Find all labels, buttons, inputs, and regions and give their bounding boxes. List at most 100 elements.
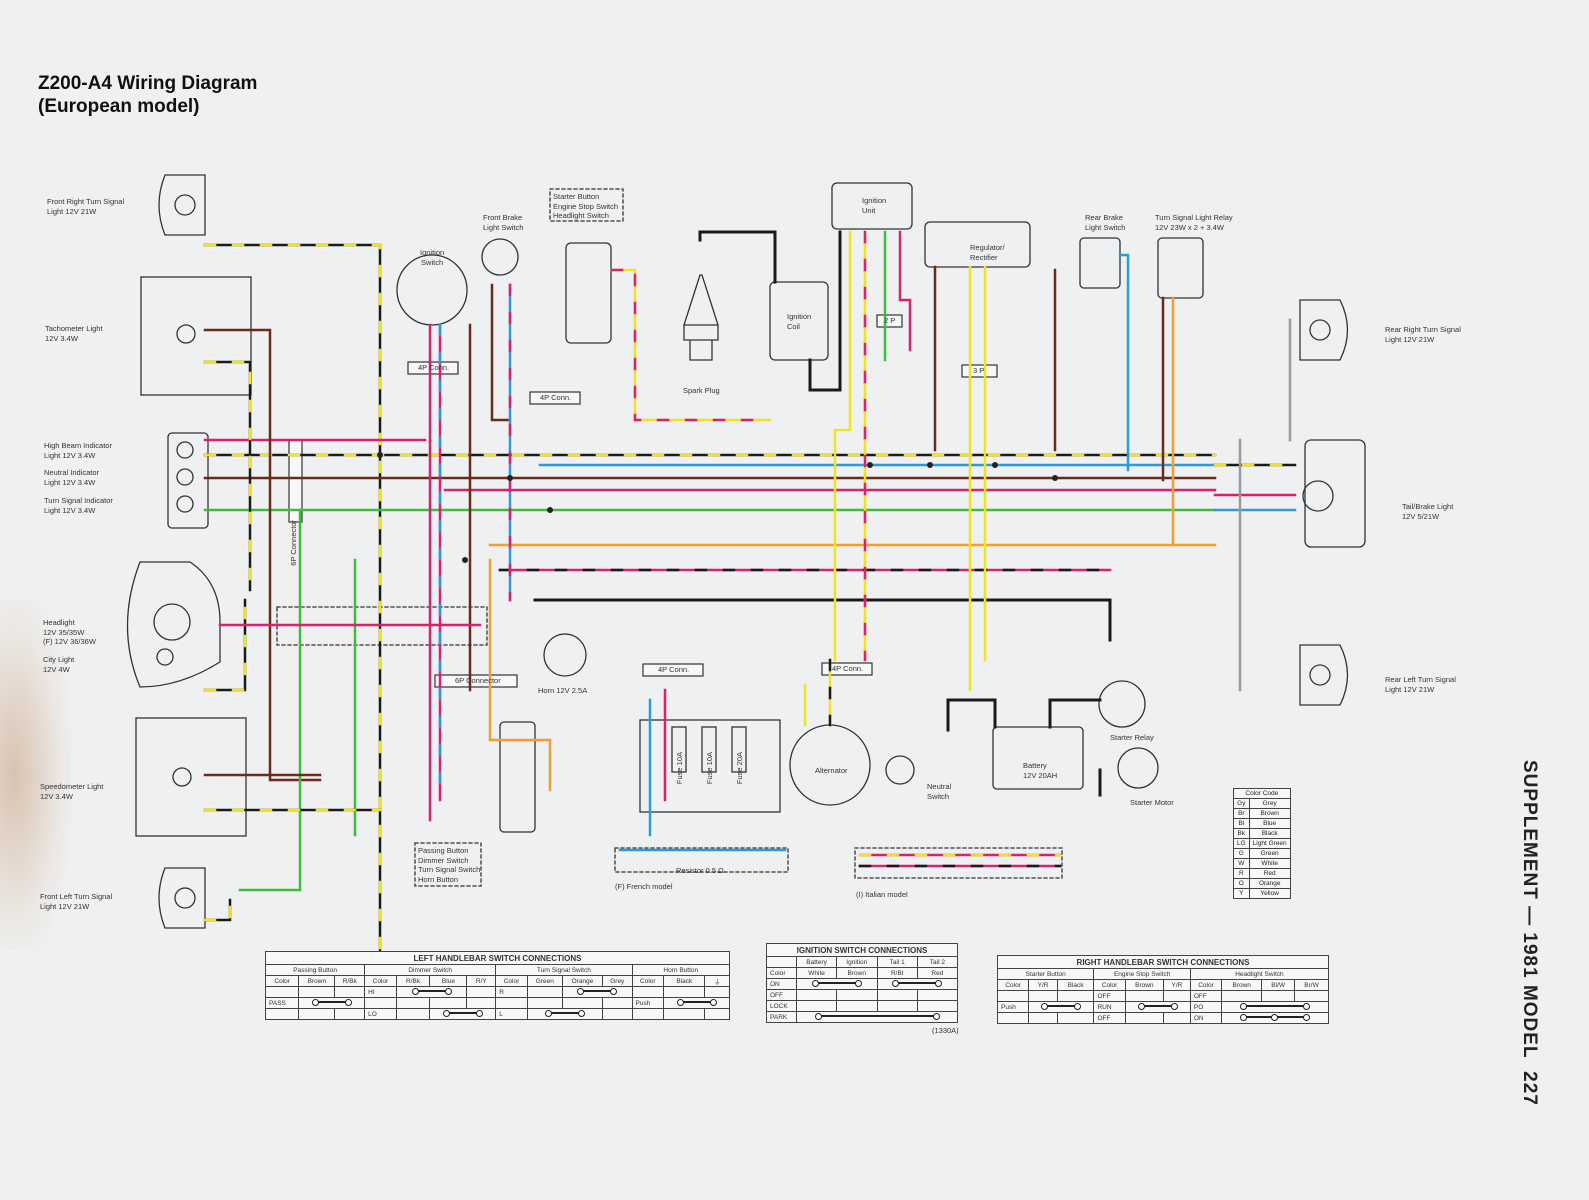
label-starter-motor: Starter Motor (1130, 798, 1174, 807)
rear-brake-switch-body (1079, 237, 1121, 289)
row-label: ON (1189, 1012, 1223, 1024)
terminal-header (765, 956, 798, 968)
front-left-turn-housing (158, 867, 206, 929)
connection-bar (796, 1011, 958, 1023)
wire-red (898, 230, 912, 352)
label-italian-model: (I) Italian model (856, 890, 908, 899)
group-starter-button: Starter Button (996, 968, 1095, 980)
col-header: Brown (1124, 979, 1164, 991)
color-name: Brown (1248, 808, 1291, 819)
label-right-handlebar-box: Starter Button Engine Stop Switch Headli… (553, 192, 619, 220)
connection-bar (1028, 1001, 1095, 1013)
tail-light-bulb (1302, 480, 1334, 512)
connectors (288, 314, 998, 688)
right-handlebar-box (549, 188, 624, 222)
fuse-box (639, 719, 781, 813)
label-ignition-unit: Ignition Unit (862, 196, 887, 215)
front-brake-switch-body (481, 238, 519, 276)
label-rear-left-turn: Rear Left Turn Signal Light 12V 21W (1385, 675, 1456, 694)
connector-label-4p-d: 4P Conn. (832, 664, 864, 673)
junction-dot (547, 507, 553, 513)
label-ignition-coil: Ignition Coil (787, 312, 812, 331)
spark-plug-body (683, 274, 719, 361)
french-model-box (614, 847, 789, 873)
right-table-title: RIGHT HANDLEBAR SWITCH CONNECTIONS (997, 955, 1329, 969)
label-regulator: Regulator/ Rectifier (970, 243, 1005, 262)
junction-dot (377, 452, 383, 458)
row-label: Push (631, 997, 665, 1009)
fuse-1 (671, 726, 687, 773)
wire-tracer-yellow (203, 598, 247, 692)
col-header: Blue (429, 975, 468, 987)
label-alternator: Alternator (815, 766, 848, 775)
color-header: Brown (836, 967, 878, 979)
connection-bar (395, 986, 468, 998)
neutral-bulb (176, 468, 194, 486)
connector-label-3p: 3 P (973, 366, 985, 375)
supplement-label: SUPPLEMENT — 1981 MODEL (1519, 760, 1540, 1059)
connector-6p (434, 674, 518, 688)
label-tachometer: Tachometer Light 12V 3.4W (45, 324, 103, 343)
code: Bl (1233, 818, 1250, 829)
speedometer-housing (135, 717, 247, 837)
connector-label-4p-c: 4P Conn. (658, 665, 690, 674)
color-name: Blue (1248, 818, 1291, 829)
speedometer-bulb (172, 767, 192, 787)
color-name: Orange (1248, 878, 1291, 889)
position-off: OFF (765, 989, 798, 1001)
connector-label-6p: 6P Connector (455, 676, 501, 685)
row-label: PO (1189, 1001, 1223, 1013)
page-number: 227 (1519, 1071, 1540, 1106)
label-high-beam: High Beam Indicator Light 12V 3.4W (44, 441, 112, 460)
row-label: OFF (1093, 990, 1126, 1002)
code: O (1233, 878, 1250, 889)
terminal-header: Ignition (836, 956, 878, 968)
code: Br (1233, 808, 1250, 819)
figure-reference: (1330A) (932, 1026, 959, 1035)
ignition-unit-body (831, 182, 913, 230)
left-handlebar-table: LEFT HANDLEBAR SWITCH CONNECTIONS Passin… (264, 951, 731, 1020)
label-rear-brake: Rear Brake Light Switch (1085, 213, 1126, 232)
turn-relay-body (1157, 237, 1204, 299)
code: Bk (1233, 828, 1250, 839)
color-header: White (796, 967, 838, 979)
connection-bar (876, 978, 959, 990)
label-front-right-turn: Front Right Turn Signal Light 12V 21W (47, 197, 125, 216)
connector-label-4p-b: 4P Conn. (540, 393, 572, 402)
connector-4p-b (529, 391, 581, 405)
city-light-bulb (156, 648, 174, 666)
col-header: R/Bk (334, 975, 366, 987)
color-header: Red (916, 967, 959, 979)
left-handlebar-box (414, 842, 482, 887)
paper-stain (0, 600, 70, 950)
connection-bar (561, 986, 633, 998)
rear-left-turn-bulb (1309, 664, 1331, 686)
right-handlebar-switch (565, 242, 612, 344)
connection-bar (1221, 1012, 1329, 1024)
col-header: Y/R (1162, 979, 1191, 991)
title-line-2: (European model) (38, 96, 200, 117)
col-header: R/Y (466, 975, 497, 987)
rear-right-turn-bulb (1309, 319, 1331, 341)
starter-motor-body (1117, 747, 1159, 789)
label-fuse-3: Fuse 20A (735, 752, 744, 785)
color-name: Red (1248, 868, 1291, 879)
terminal-header: Battery (796, 956, 838, 968)
group-headlight-switch: Headlight Switch (1189, 968, 1330, 980)
code: Gy (1233, 798, 1250, 809)
col-header: Grey (602, 975, 633, 987)
col-header: Color (1189, 979, 1223, 991)
connection-bar (526, 1008, 604, 1020)
label-ignition-switch: Ignition Switch (420, 248, 445, 267)
label-resistor: Resistor 0.5 Ω (676, 866, 724, 875)
col-header: Br/W (1294, 979, 1329, 991)
color-name: Grey (1248, 798, 1291, 809)
wire-tracer-yellow (203, 898, 232, 922)
col-header: Green (526, 975, 563, 987)
connector-label-6p-vertical: 6P Connector (289, 520, 298, 566)
